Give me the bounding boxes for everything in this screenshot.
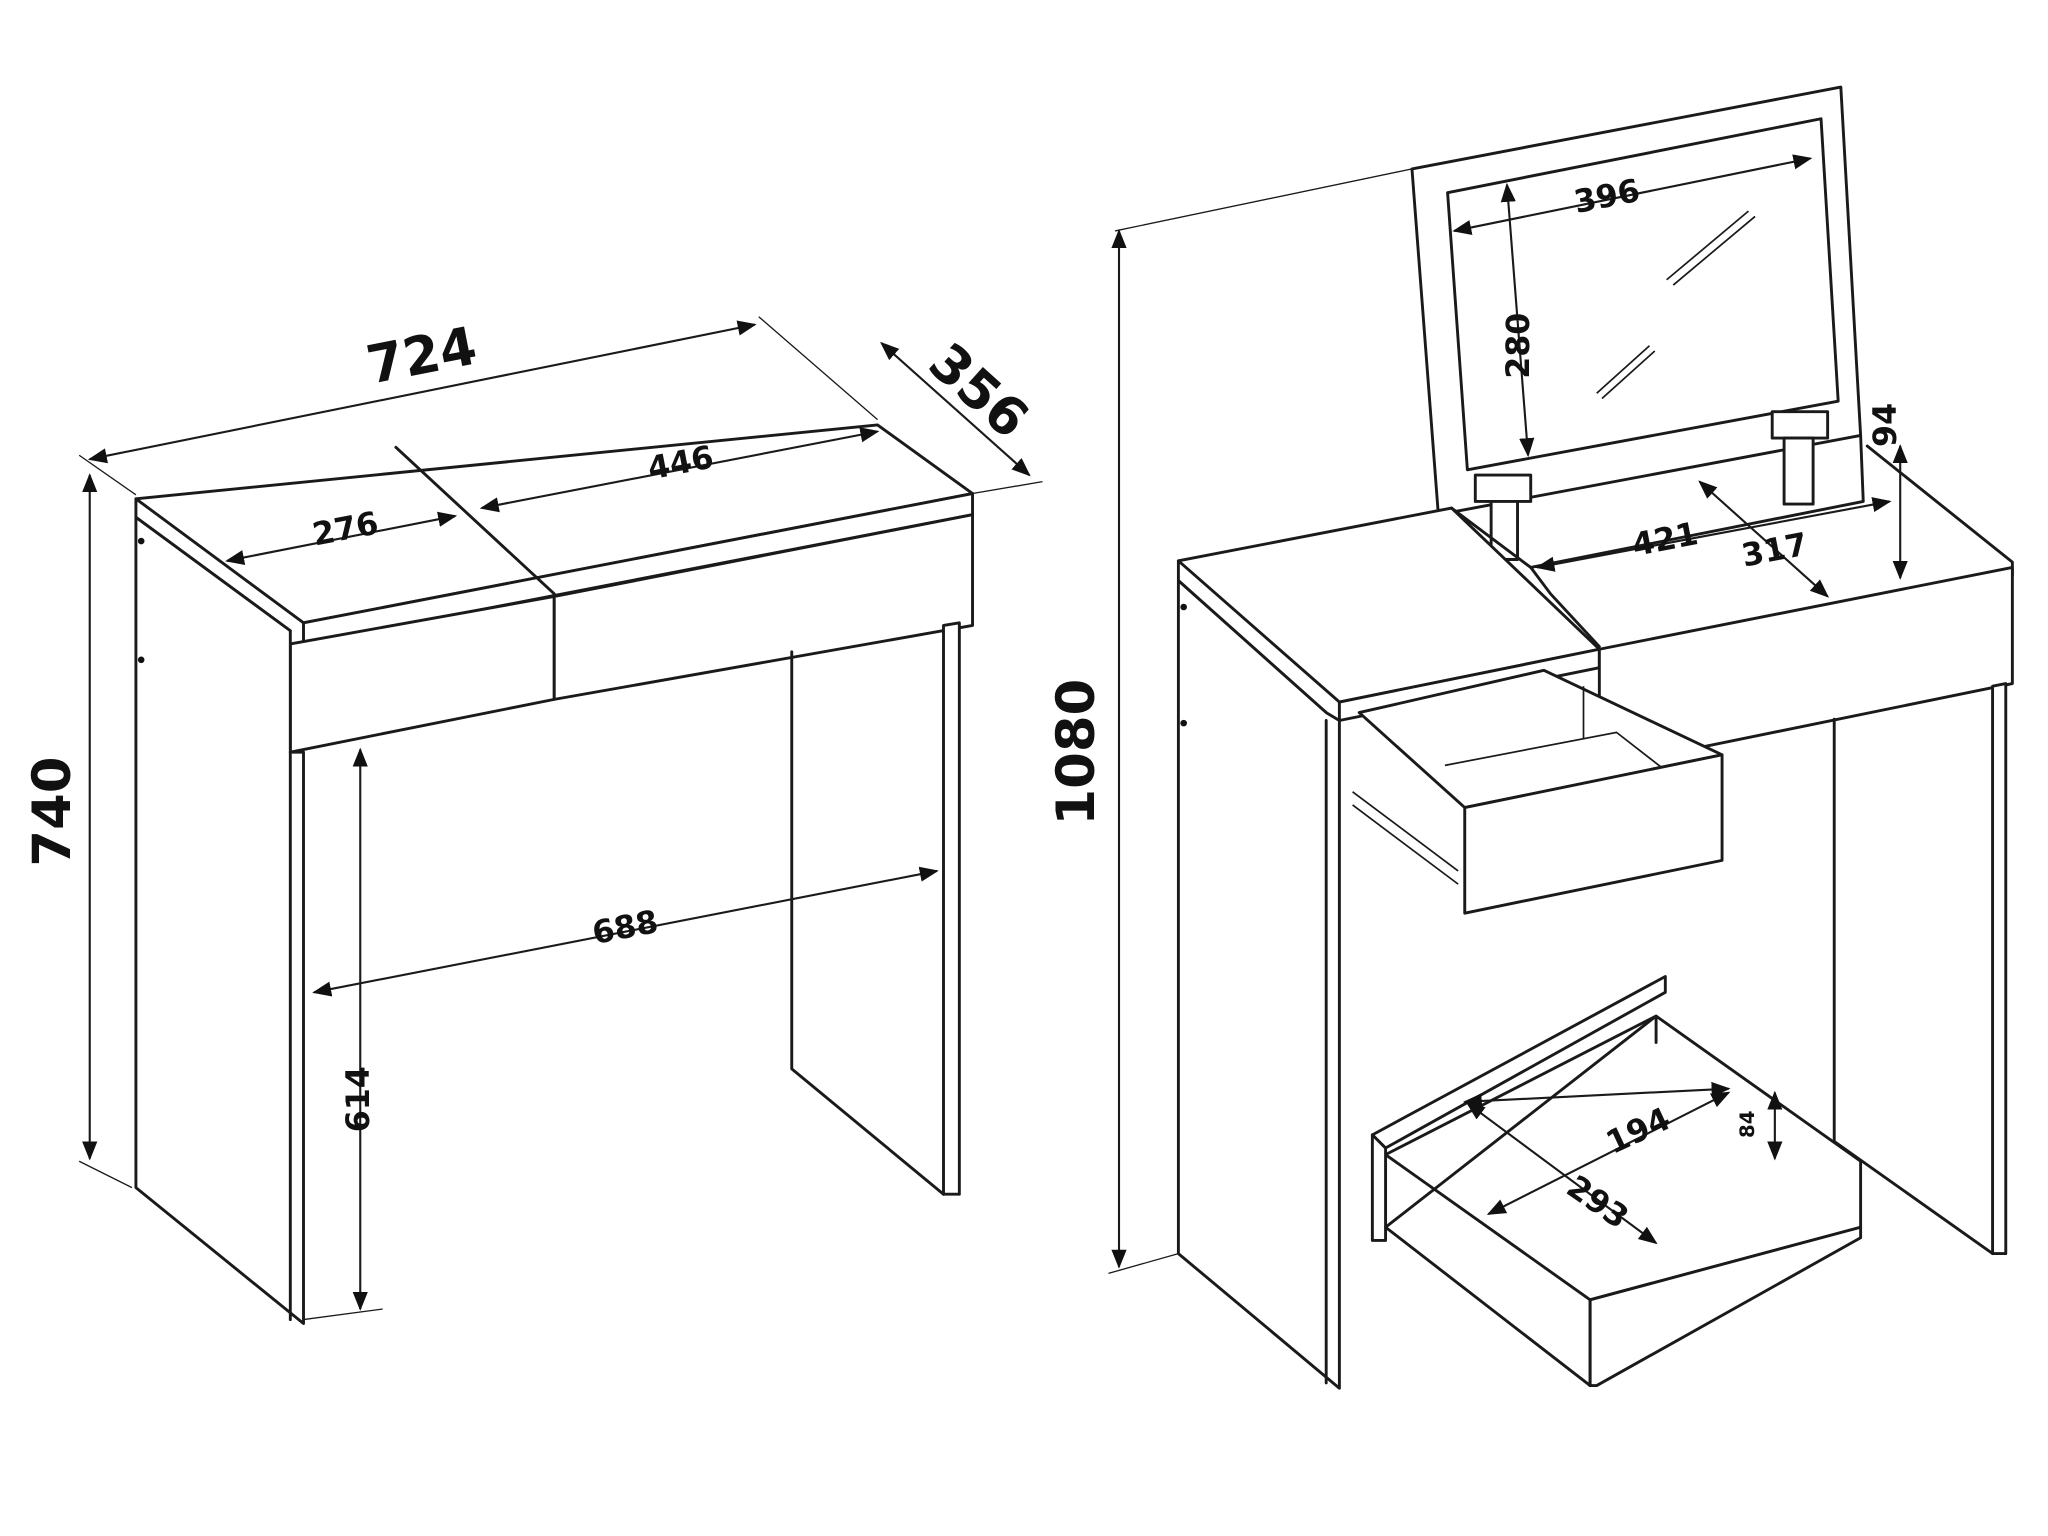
dim-drawer-height-84: 84 bbox=[1736, 1111, 1759, 1139]
dim-compartment-width-421: 421 bbox=[1629, 516, 1701, 564]
closed-table-drawing: 724 356 446 276 740 688 614 bbox=[22, 316, 1043, 1325]
hinge-icon bbox=[1473, 473, 1533, 561]
open-drawer-front bbox=[1463, 753, 1724, 915]
dim-mirror-height-280: 280 bbox=[1501, 313, 1537, 379]
dim-depth-356: 356 bbox=[917, 332, 1040, 451]
left-side-panel bbox=[1176, 579, 1341, 1390]
dim-leg-width-688: 688 bbox=[589, 904, 661, 952]
lid-split-line bbox=[394, 445, 556, 596]
dim-compartment-inner-317: 317 bbox=[1739, 527, 1811, 575]
drawer-detail-drawing: 194 293 84 bbox=[1370, 975, 1863, 1388]
dim-leg-height-614: 614 bbox=[341, 1066, 377, 1132]
right-leg-front bbox=[942, 621, 961, 1196]
open-table-drawing: 1080 396 280 94 421 317 bbox=[1046, 85, 2014, 1390]
dim-compartment-depth-94: 94 bbox=[1868, 403, 1904, 447]
left-side-panel bbox=[134, 515, 305, 1325]
right-drawer-front bbox=[552, 513, 974, 701]
dim-height-740: 740 bbox=[22, 756, 83, 866]
dim-open-height-1080: 1080 bbox=[1046, 679, 1107, 826]
hinge-icon bbox=[1770, 410, 1830, 506]
